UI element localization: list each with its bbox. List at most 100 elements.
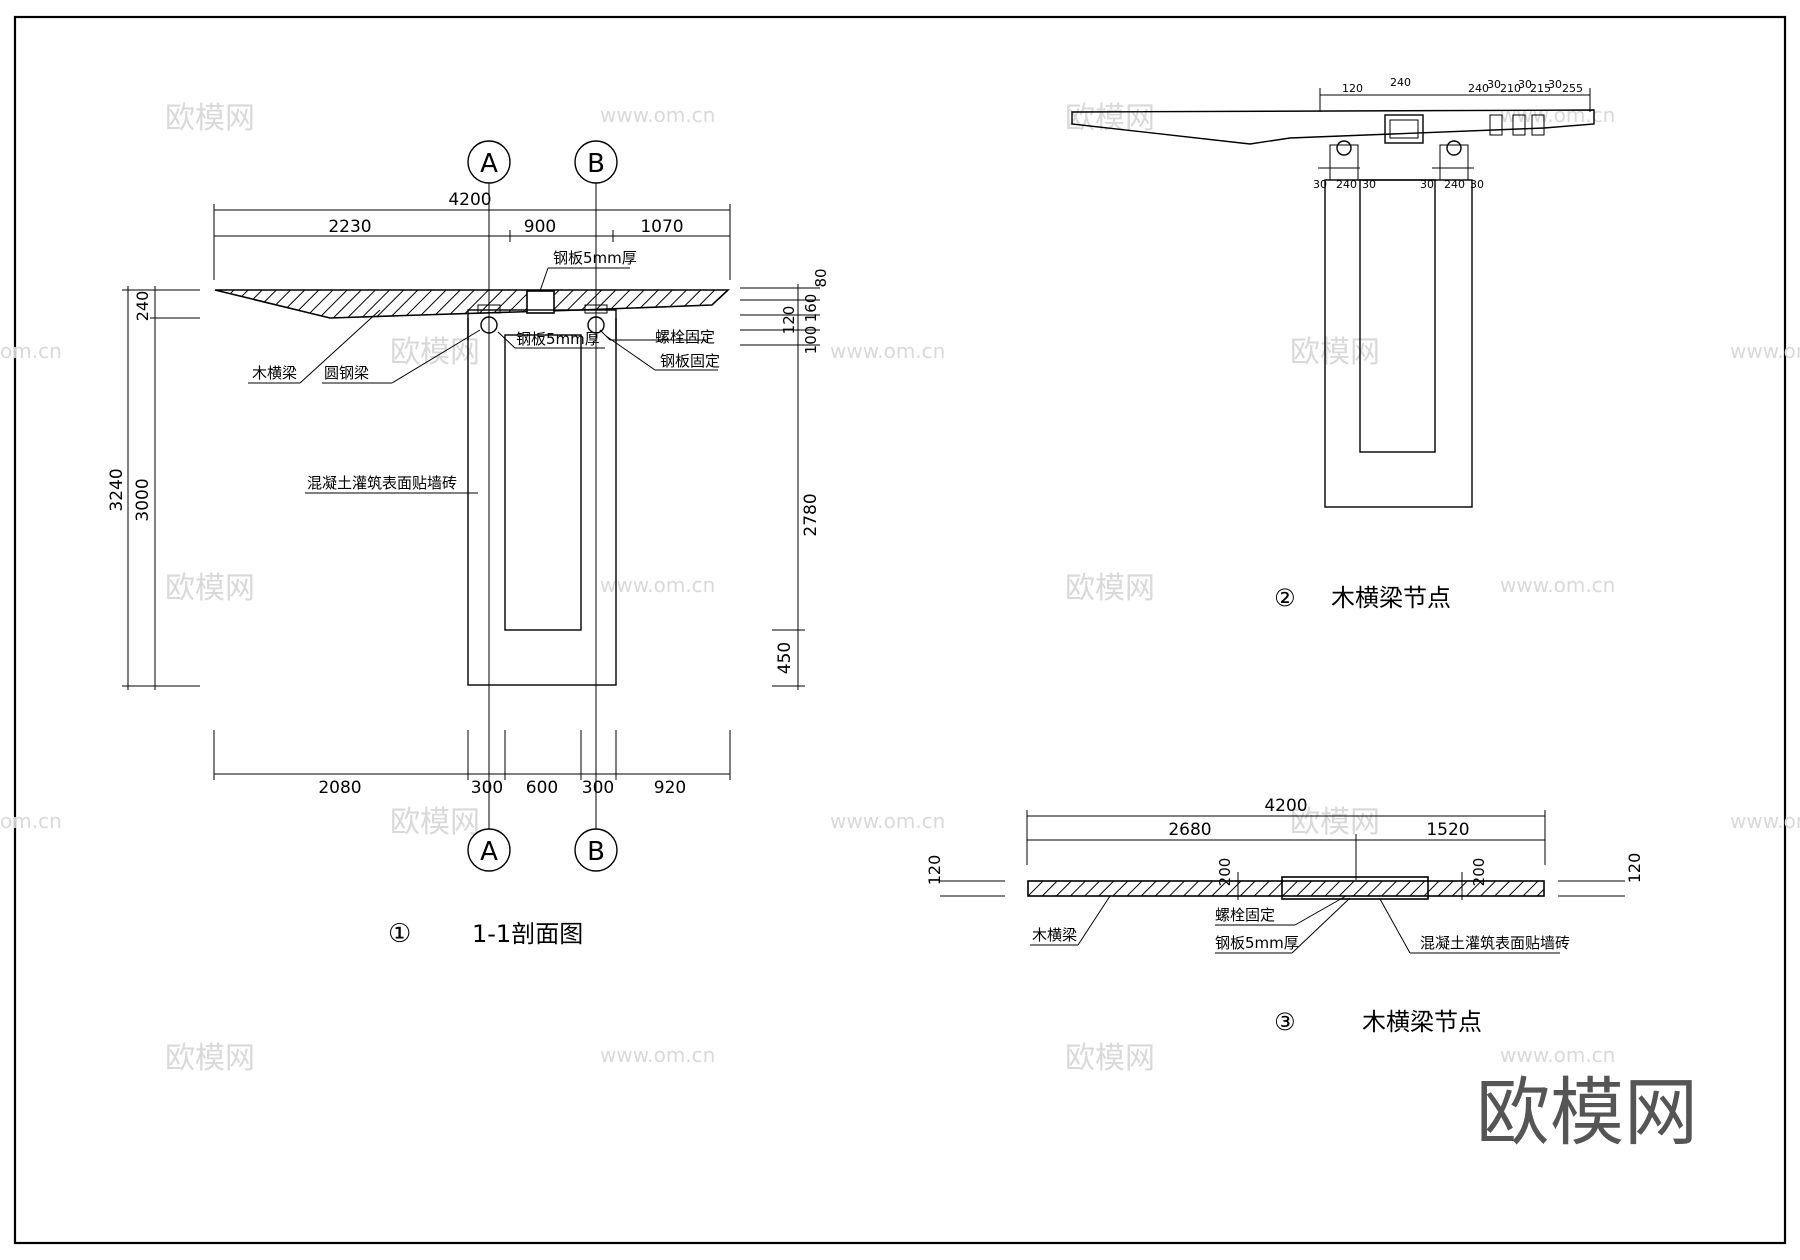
bottom-dimensions: 2080 300 600 300 920: [213, 730, 731, 798]
caption-number-1: ①: [388, 919, 411, 949]
caption-number-2: ②: [1274, 584, 1296, 612]
label3-bolt-fixed: 螺栓固定: [1215, 906, 1275, 924]
watermark-brand: 欧模网: [165, 101, 255, 136]
section1-labels: 钢板5mm厚 钢板5mm厚 螺栓固定 钢板固定 木横梁 圆钢梁 混凝土灌筑表面贴…: [248, 249, 720, 494]
node-dim-120: 120: [1342, 82, 1363, 95]
node-dim-215: 215: [1530, 82, 1551, 95]
section-2-node: 120 240 240 30 210 30 215 30 255 30 240 …: [1071, 76, 1595, 612]
wood-beam-section: [214, 289, 731, 319]
watermark-site: www.om.cn: [1500, 1043, 1615, 1067]
dim3-120-left: 120: [925, 855, 944, 886]
axis-label-a-bottom: A: [480, 837, 498, 867]
right-dimensions: 80 160 120 100 2780 450: [740, 268, 830, 690]
node-dim-210: 210: [1500, 82, 1521, 95]
sheet-border: [13, 15, 1787, 1245]
dim-3240: 3240: [107, 468, 127, 511]
node-dim-small-30-b: 30: [1362, 178, 1376, 191]
dim3-total-4200: 4200: [1264, 796, 1307, 816]
left-dimensions: 240 3240 3000: [107, 286, 200, 690]
dim-240: 240: [133, 291, 152, 322]
node-dim-30-b: 30: [1518, 78, 1532, 91]
plan-wood-beam: [1027, 880, 1545, 897]
axis-label-b-top: B: [587, 149, 605, 179]
watermark-site: www.om.cn: [600, 1043, 715, 1067]
dim-300-left: 300: [471, 778, 503, 798]
label-wood-beam: 木横梁: [252, 364, 297, 382]
dim3-200-a: 200: [1216, 858, 1234, 887]
axis-label-b-bottom: B: [587, 837, 605, 867]
watermark-site: om.cn: [0, 339, 62, 363]
node-dim-240-b: 240: [1468, 82, 1489, 95]
dim-600: 600: [526, 778, 558, 798]
label-round-steel-beam: 圆钢梁: [324, 364, 369, 382]
node-dim-small-240-b: 240: [1444, 178, 1465, 191]
node-dim-small-240-a: 240: [1336, 178, 1357, 191]
node-dim-255: 255: [1562, 82, 1583, 95]
node-round-steel-left: [1336, 140, 1352, 156]
watermark-brand: 欧模网: [165, 571, 255, 606]
watermark-brand: 欧模网: [1065, 101, 1155, 136]
label3-concrete-tile: 混凝土灌筑表面贴墙砖: [1420, 934, 1570, 952]
watermark-site: www.om.cn: [1500, 573, 1615, 597]
dim3-200-b: 200: [1470, 858, 1488, 887]
node-dim-30-a: 30: [1487, 78, 1501, 91]
watermark-brand: 欧模网: [1065, 571, 1155, 606]
watermark-brand: 欧模网: [165, 1041, 255, 1076]
watermark-site: om.cn: [0, 809, 62, 833]
label-bolt-fixed: 螺栓固定: [655, 328, 715, 346]
dim-920: 920: [654, 778, 686, 798]
round-steel-beam-right: [587, 316, 605, 334]
dim-120: 120: [780, 306, 798, 335]
node-dim-small-30-d: 30: [1470, 178, 1484, 191]
dim-100: 100: [802, 326, 820, 355]
node-column-inner: [1359, 179, 1436, 453]
dim-2780: 2780: [801, 493, 821, 536]
watermark-brand: 欧模网: [390, 335, 480, 370]
round-steel-beam-left: [480, 316, 498, 334]
watermark-site: www.om.cn: [600, 573, 715, 597]
dim-3000: 3000: [133, 478, 153, 521]
node-dim-small-30-c: 30: [1420, 178, 1434, 191]
watermark-brand: 欧模网: [1065, 1041, 1155, 1076]
label-steel-plate-5mm: 钢板5mm厚: [553, 249, 637, 267]
watermark-brand: 欧模网: [390, 805, 480, 840]
concrete-column-outer: [467, 309, 617, 686]
watermark-site: www.om.cn: [830, 809, 945, 833]
label3-steel-plate-5mm: 钢板5mm厚: [1215, 934, 1299, 952]
dim-160: 160: [802, 294, 820, 323]
beam-outline: [1071, 109, 1595, 145]
node-round-steel-right: [1446, 140, 1462, 156]
label-concrete-tile: 混凝土灌筑表面贴墙砖: [307, 474, 457, 492]
dim-2080: 2080: [318, 778, 361, 798]
caption-section-1-1: 1-1剖面图: [472, 920, 583, 948]
dim3-120-right: 120: [1625, 853, 1644, 884]
concrete-column-inner: [504, 334, 582, 631]
label3-wood-beam: 木横梁: [1032, 926, 1077, 944]
plan-steel-plate: [1281, 876, 1429, 900]
dim3-2680: 2680: [1168, 820, 1211, 840]
steel-box-node: [1384, 114, 1424, 144]
node-dim-240-a: 240: [1390, 76, 1411, 89]
node-dim-30-c: 30: [1548, 78, 1562, 91]
section-1-1: A B A B 4200 2230 900 1070: [107, 140, 830, 949]
dim-300-right: 300: [582, 778, 614, 798]
caption-node-3: 木横梁节点: [1362, 1008, 1482, 1036]
watermark-brand: 欧模网: [1290, 335, 1380, 370]
watermark-site: www.om.cn: [1730, 809, 1800, 833]
watermarks: 欧模网 www.om.cn 欧模网 www.om.cn om.cn 欧模网 ww…: [0, 101, 1800, 1076]
dim-2230: 2230: [328, 217, 371, 237]
brand-logo-text: 欧模网: [1476, 1070, 1698, 1156]
caption-node-2: 木横梁节点: [1331, 584, 1451, 612]
dim3-1520: 1520: [1426, 820, 1469, 840]
watermark-brand: 欧模网: [1290, 805, 1380, 840]
axis-label-a-top: A: [480, 149, 498, 179]
watermark-site: www.om.cn: [830, 339, 945, 363]
dim-80: 80: [812, 268, 830, 287]
section-3-node: 4200 2680 1520 120 120 200 200 木横梁 螺栓固定 …: [925, 796, 1644, 1036]
dim-1070: 1070: [640, 217, 683, 237]
dim-total-4200: 4200: [448, 190, 491, 210]
caption-number-3: ③: [1274, 1008, 1296, 1036]
dim-450: 450: [775, 642, 795, 674]
node-dim-small-30-a: 30: [1313, 178, 1327, 191]
